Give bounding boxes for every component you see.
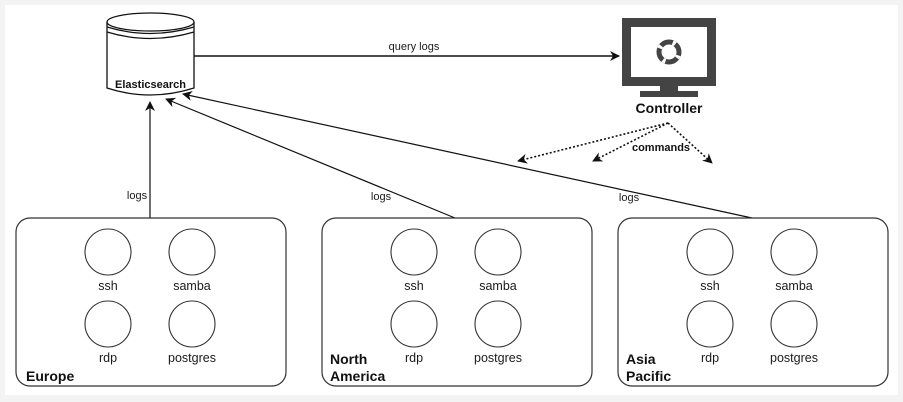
region-label: America bbox=[330, 368, 385, 384]
region-label: North bbox=[330, 351, 367, 367]
north-america-logs-label: logs bbox=[371, 191, 392, 203]
elasticsearch-label: Elasticsearch bbox=[115, 79, 186, 91]
service-label-samba: samba bbox=[479, 279, 517, 293]
command-arrow bbox=[517, 122, 669, 164]
service-node-samba[interactable] bbox=[770, 228, 818, 276]
command-arrow bbox=[667, 122, 713, 164]
query-logs-label: query logs bbox=[389, 41, 440, 53]
database-ring bbox=[106, 26, 195, 35]
service-node-rdp[interactable] bbox=[390, 300, 438, 348]
database-ring bbox=[106, 31, 195, 40]
service-node-ssh[interactable] bbox=[390, 228, 438, 276]
controller-label: Controller bbox=[636, 100, 703, 116]
region-box bbox=[15, 217, 287, 387]
europe-logs-label: logs bbox=[127, 190, 148, 202]
service-node-postgres[interactable] bbox=[474, 300, 522, 348]
service-node-samba[interactable] bbox=[474, 228, 522, 276]
asia-pacific-logs-label: logs bbox=[619, 192, 640, 204]
database-icon bbox=[106, 22, 195, 96]
north-america-logs-arrow bbox=[165, 97, 456, 219]
service-label-samba: samba bbox=[775, 279, 813, 293]
service-label-postgres: postgres bbox=[474, 351, 522, 365]
service-label-ssh: ssh bbox=[700, 279, 720, 293]
database-top bbox=[106, 12, 195, 32]
commands-arrows bbox=[517, 122, 713, 164]
service-label-rdp: rdp bbox=[99, 351, 117, 365]
service-node-ssh[interactable] bbox=[686, 228, 734, 276]
service-node-rdp[interactable] bbox=[84, 300, 132, 348]
region-label: Europe bbox=[26, 368, 74, 384]
service-node-ssh[interactable] bbox=[84, 228, 132, 276]
region-label: Asia bbox=[626, 351, 656, 367]
controller-node[interactable]: Controller bbox=[622, 18, 716, 116]
service-label-rdp: rdp bbox=[701, 351, 719, 365]
service-label-ssh: ssh bbox=[98, 279, 118, 293]
monitor-stand bbox=[640, 91, 698, 97]
service-node-postgres[interactable] bbox=[168, 300, 216, 348]
service-label-samba: samba bbox=[173, 279, 211, 293]
commands-label: commands bbox=[632, 142, 690, 154]
service-label-postgres: postgres bbox=[770, 351, 818, 365]
service-label-ssh: ssh bbox=[404, 279, 424, 293]
region-box bbox=[321, 217, 593, 387]
elasticsearch-node[interactable]: Elasticsearch bbox=[106, 12, 195, 96]
region-label: Pacific bbox=[626, 368, 671, 384]
monitor-neck bbox=[660, 86, 678, 92]
service-label-postgres: postgres bbox=[168, 351, 216, 365]
service-node-rdp[interactable] bbox=[686, 300, 734, 348]
service-node-samba[interactable] bbox=[168, 228, 216, 276]
lifebuoy-icon bbox=[656, 39, 682, 65]
service-label-rdp: rdp bbox=[405, 351, 423, 365]
asia-pacific-logs-arrow bbox=[182, 91, 753, 219]
service-node-postgres[interactable] bbox=[770, 300, 818, 348]
monitor-screen bbox=[631, 27, 707, 77]
region-box bbox=[617, 217, 889, 387]
